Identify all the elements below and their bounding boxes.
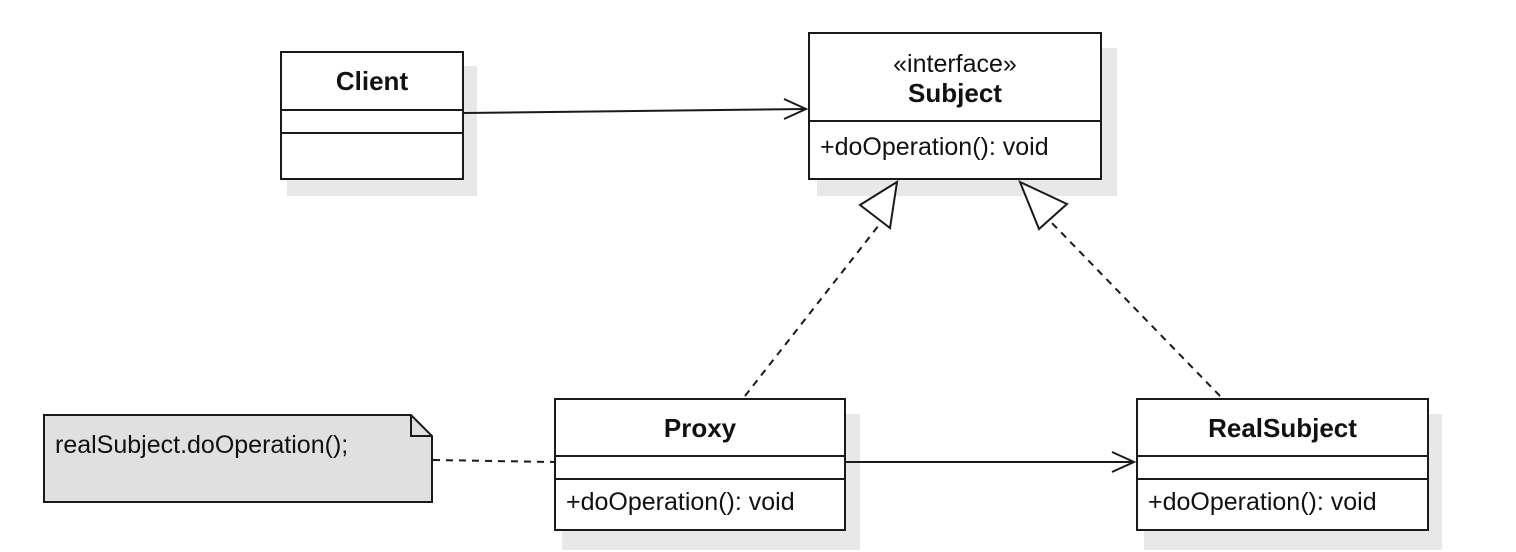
real-subject-method: +doOperation(): void <box>1148 488 1377 516</box>
real-subject-attributes-section <box>1138 457 1427 480</box>
proxy-subject-realization-line <box>744 224 880 397</box>
note-shape <box>43 414 433 503</box>
client-class-name: Client <box>335 66 409 96</box>
proxy-note[interactable]: realSubject.doOperation(); <box>43 414 433 503</box>
proxy-realsubject-arrowhead <box>1111 451 1137 473</box>
client-subject-arrowhead <box>783 98 809 120</box>
real-subject-class-name: RealSubject <box>1208 412 1357 443</box>
client-subject-association-line <box>463 108 807 114</box>
proxy-subject-realization-triangle <box>858 180 899 230</box>
proxy-class-name: Proxy <box>663 412 737 443</box>
proxy-attributes-section <box>556 457 844 480</box>
subject-method: +doOperation(): void <box>820 133 1049 161</box>
client-attributes-section <box>282 111 462 134</box>
real-subject-methods-section: +doOperation(): void <box>1138 480 1427 516</box>
real-subject-class-header: RealSubject <box>1138 400 1427 457</box>
subject-methods-section: +doOperation(): void <box>810 122 1100 161</box>
client-class-header: Client <box>282 53 462 111</box>
realsubject-subject-realization-line <box>1049 220 1221 397</box>
subject-interface-header: «interface» Subject <box>810 34 1100 122</box>
note-proxy-link <box>432 459 555 463</box>
proxy-class[interactable]: Proxy +doOperation(): void <box>554 398 846 531</box>
proxy-method: +doOperation(): void <box>566 488 795 516</box>
client-class[interactable]: Client <box>280 51 464 180</box>
subject-stereotype: «interface» <box>893 50 1017 78</box>
real-subject-class[interactable]: RealSubject +doOperation(): void <box>1136 398 1429 531</box>
realsubject-subject-realization-triangle <box>1018 180 1069 231</box>
note-text: realSubject.doOperation(); <box>55 431 349 459</box>
subject-interface[interactable]: «interface» Subject +doOperation(): void <box>808 32 1102 180</box>
proxy-class-header: Proxy <box>556 400 844 457</box>
subject-interface-name: Subject <box>908 78 1002 108</box>
proxy-methods-section: +doOperation(): void <box>556 480 844 516</box>
